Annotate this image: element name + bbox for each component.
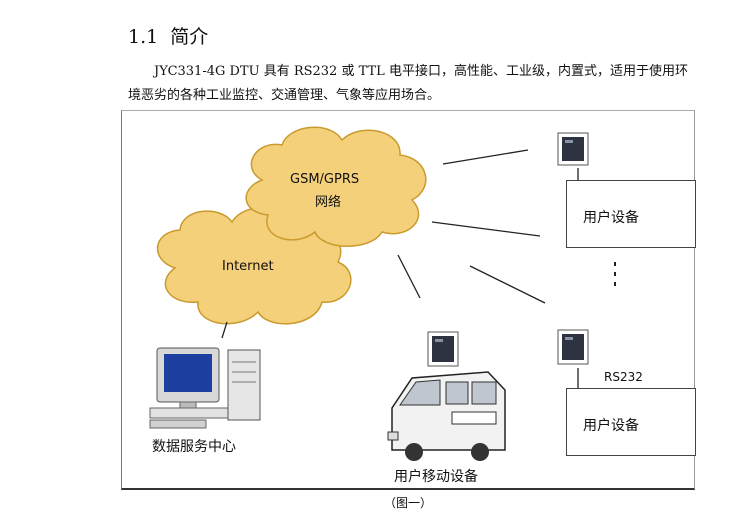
internet-cloud-label: Internet — [222, 259, 274, 274]
dtu-module-icon — [557, 132, 589, 166]
user-device-box-bottom: 用户设备 — [566, 388, 696, 456]
section-number: 1.1 — [128, 26, 159, 48]
dtu-module-icon — [427, 331, 459, 367]
user-device-box-top: 用户设备 — [566, 180, 696, 248]
mobile-device-label: 用户移动设备 — [394, 469, 478, 485]
ellipsis-dots — [614, 262, 616, 286]
link-internet-to-server — [221, 321, 228, 339]
link-to-dtu-bottom — [469, 265, 546, 304]
link-to-dtu-top — [442, 149, 529, 165]
paragraph-line-1: JYC331-4G DTU 具有 RS232 或 TTL 电平接口，高性能、工业… — [154, 64, 688, 79]
connection-lines — [221, 149, 579, 388]
figure-frame — [121, 110, 695, 490]
user-device-label: 用户设备 — [583, 418, 639, 434]
intro-paragraph: JYC331-4G DTU 具有 RS232 或 TTL 电平接口，高性能、工业… — [128, 60, 728, 108]
server-computer-icon — [149, 347, 261, 429]
link-to-mobile-dtu — [397, 254, 421, 299]
paragraph-line-2: 境恶劣的各种工业监控、交通管理、气象等应用场合。 — [128, 88, 441, 103]
dtu-module-icon — [557, 329, 589, 365]
figure-caption: （图一） — [384, 496, 433, 510]
server-label: 数据服务中心 — [152, 439, 236, 455]
section-title: 简介 — [170, 26, 209, 48]
user-device-label: 用户设备 — [583, 210, 639, 226]
rs232-label: RS232 — [604, 370, 643, 384]
gsm-cloud-label: GSM/GPRS — [290, 172, 360, 187]
section-heading: 1.1 简介 — [128, 22, 208, 49]
van-icon — [387, 371, 506, 461]
gsm-cloud-label-sub: 网络 — [315, 195, 342, 210]
link-to-user-device-top — [431, 221, 541, 237]
gsm-gprs-cloud — [245, 126, 427, 247]
